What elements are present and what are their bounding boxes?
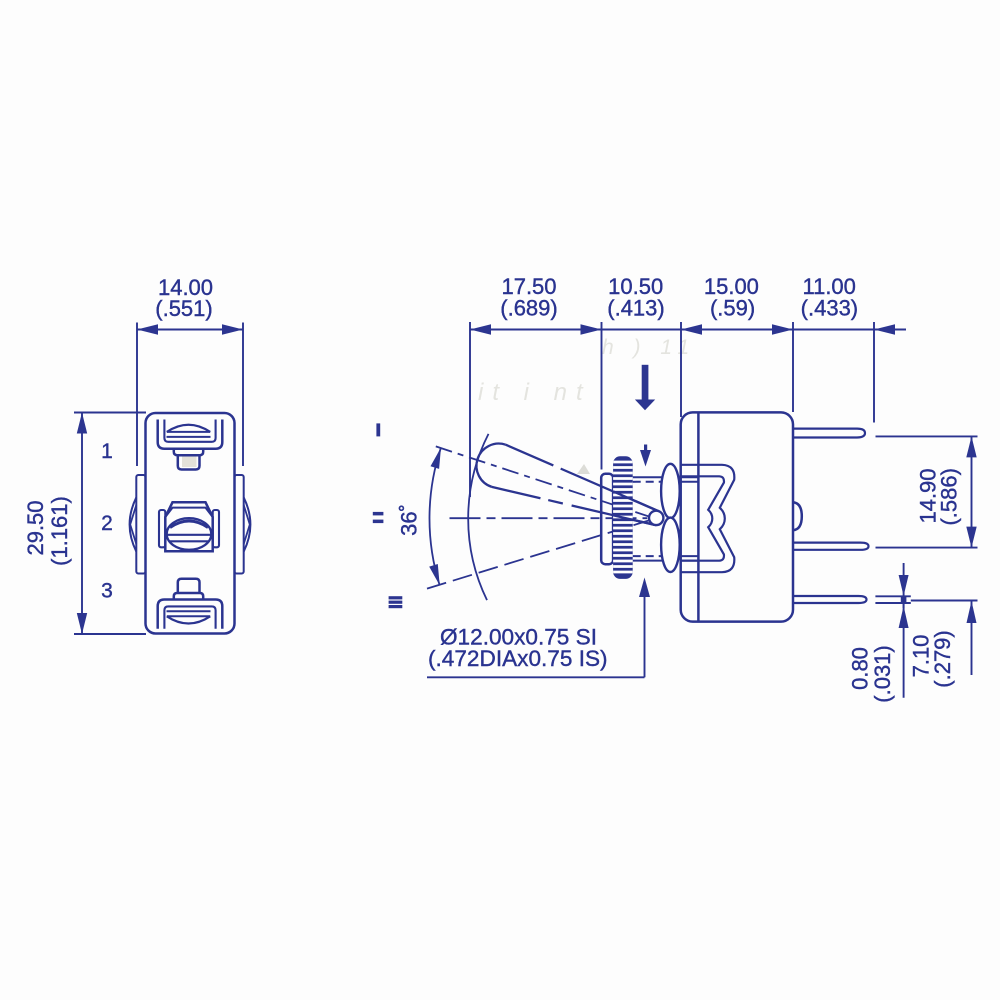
svg-text:(.031): (.031) — [870, 645, 895, 702]
svg-text:2: 2 — [101, 512, 113, 535]
svg-text:(.413): (.413) — [607, 296, 664, 321]
svg-text:(.689): (.689) — [500, 296, 557, 321]
svg-text:36˚: 36˚ — [397, 504, 422, 536]
svg-text:14.90: 14.90 — [916, 468, 941, 523]
svg-text:h ) 11: h ) 11 — [602, 336, 696, 359]
svg-text:17.50: 17.50 — [501, 274, 556, 299]
svg-text:11.00: 11.00 — [802, 274, 855, 299]
svg-text:7.10: 7.10 — [909, 635, 934, 678]
svg-text:0.80: 0.80 — [848, 647, 873, 690]
svg-text:29.50: 29.50 — [23, 500, 48, 555]
svg-text:1: 1 — [101, 440, 113, 463]
svg-text:(1.161): (1.161) — [47, 496, 72, 566]
svg-text:it i nt: it i nt — [478, 379, 592, 406]
svg-text:Ø12.00x0.75 SI: Ø12.00x0.75 SI — [440, 625, 597, 650]
svg-text:(.472DIAx0.75 IS): (.472DIAx0.75 IS) — [428, 646, 608, 671]
svg-text:15.00: 15.00 — [704, 274, 759, 299]
svg-text:10.50: 10.50 — [608, 274, 663, 299]
svg-text:(.433): (.433) — [801, 296, 858, 321]
svg-text:(.586): (.586) — [937, 468, 962, 525]
svg-text:(.551): (.551) — [155, 296, 212, 321]
svg-text:3: 3 — [101, 580, 113, 603]
svg-text:(.279): (.279) — [930, 630, 955, 687]
svg-text:(.59): (.59) — [710, 296, 755, 321]
svg-text:14.00: 14.00 — [158, 275, 213, 300]
